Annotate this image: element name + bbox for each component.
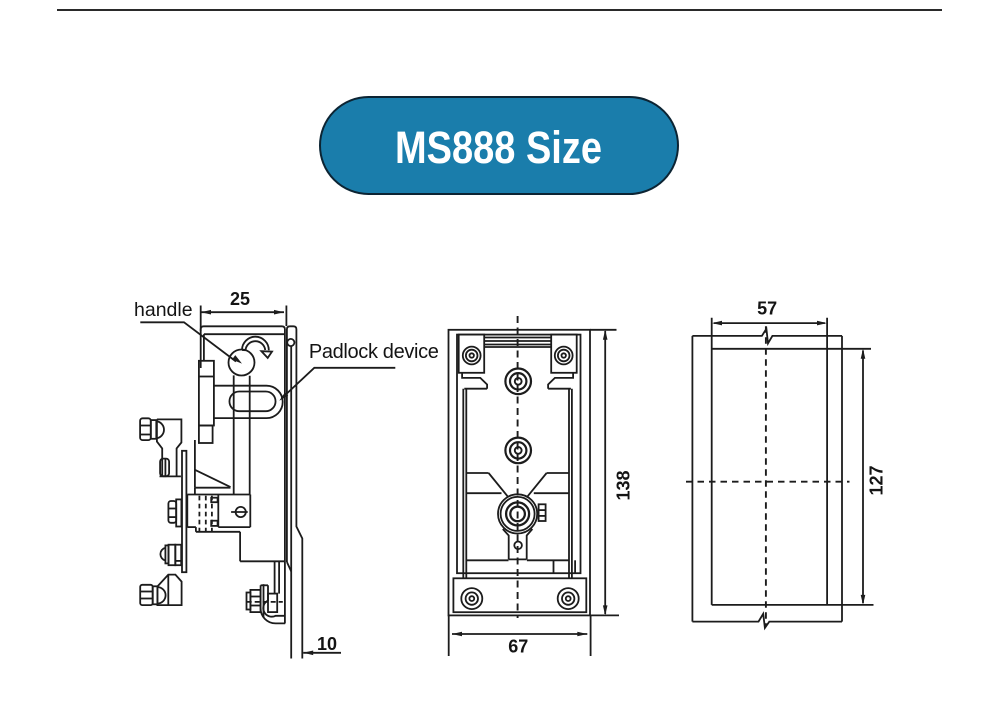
svg-text:67: 67 — [508, 637, 528, 657]
svg-text:10: 10 — [317, 634, 337, 654]
svg-text:Padlock device: Padlock device — [309, 341, 439, 363]
svg-text:127: 127 — [867, 465, 887, 495]
svg-text:138: 138 — [613, 470, 633, 500]
svg-text:25: 25 — [230, 289, 250, 309]
svg-text:handle: handle — [134, 299, 193, 321]
svg-text:MS888 Size: MS888 Size — [395, 122, 602, 173]
svg-text:57: 57 — [757, 299, 777, 319]
